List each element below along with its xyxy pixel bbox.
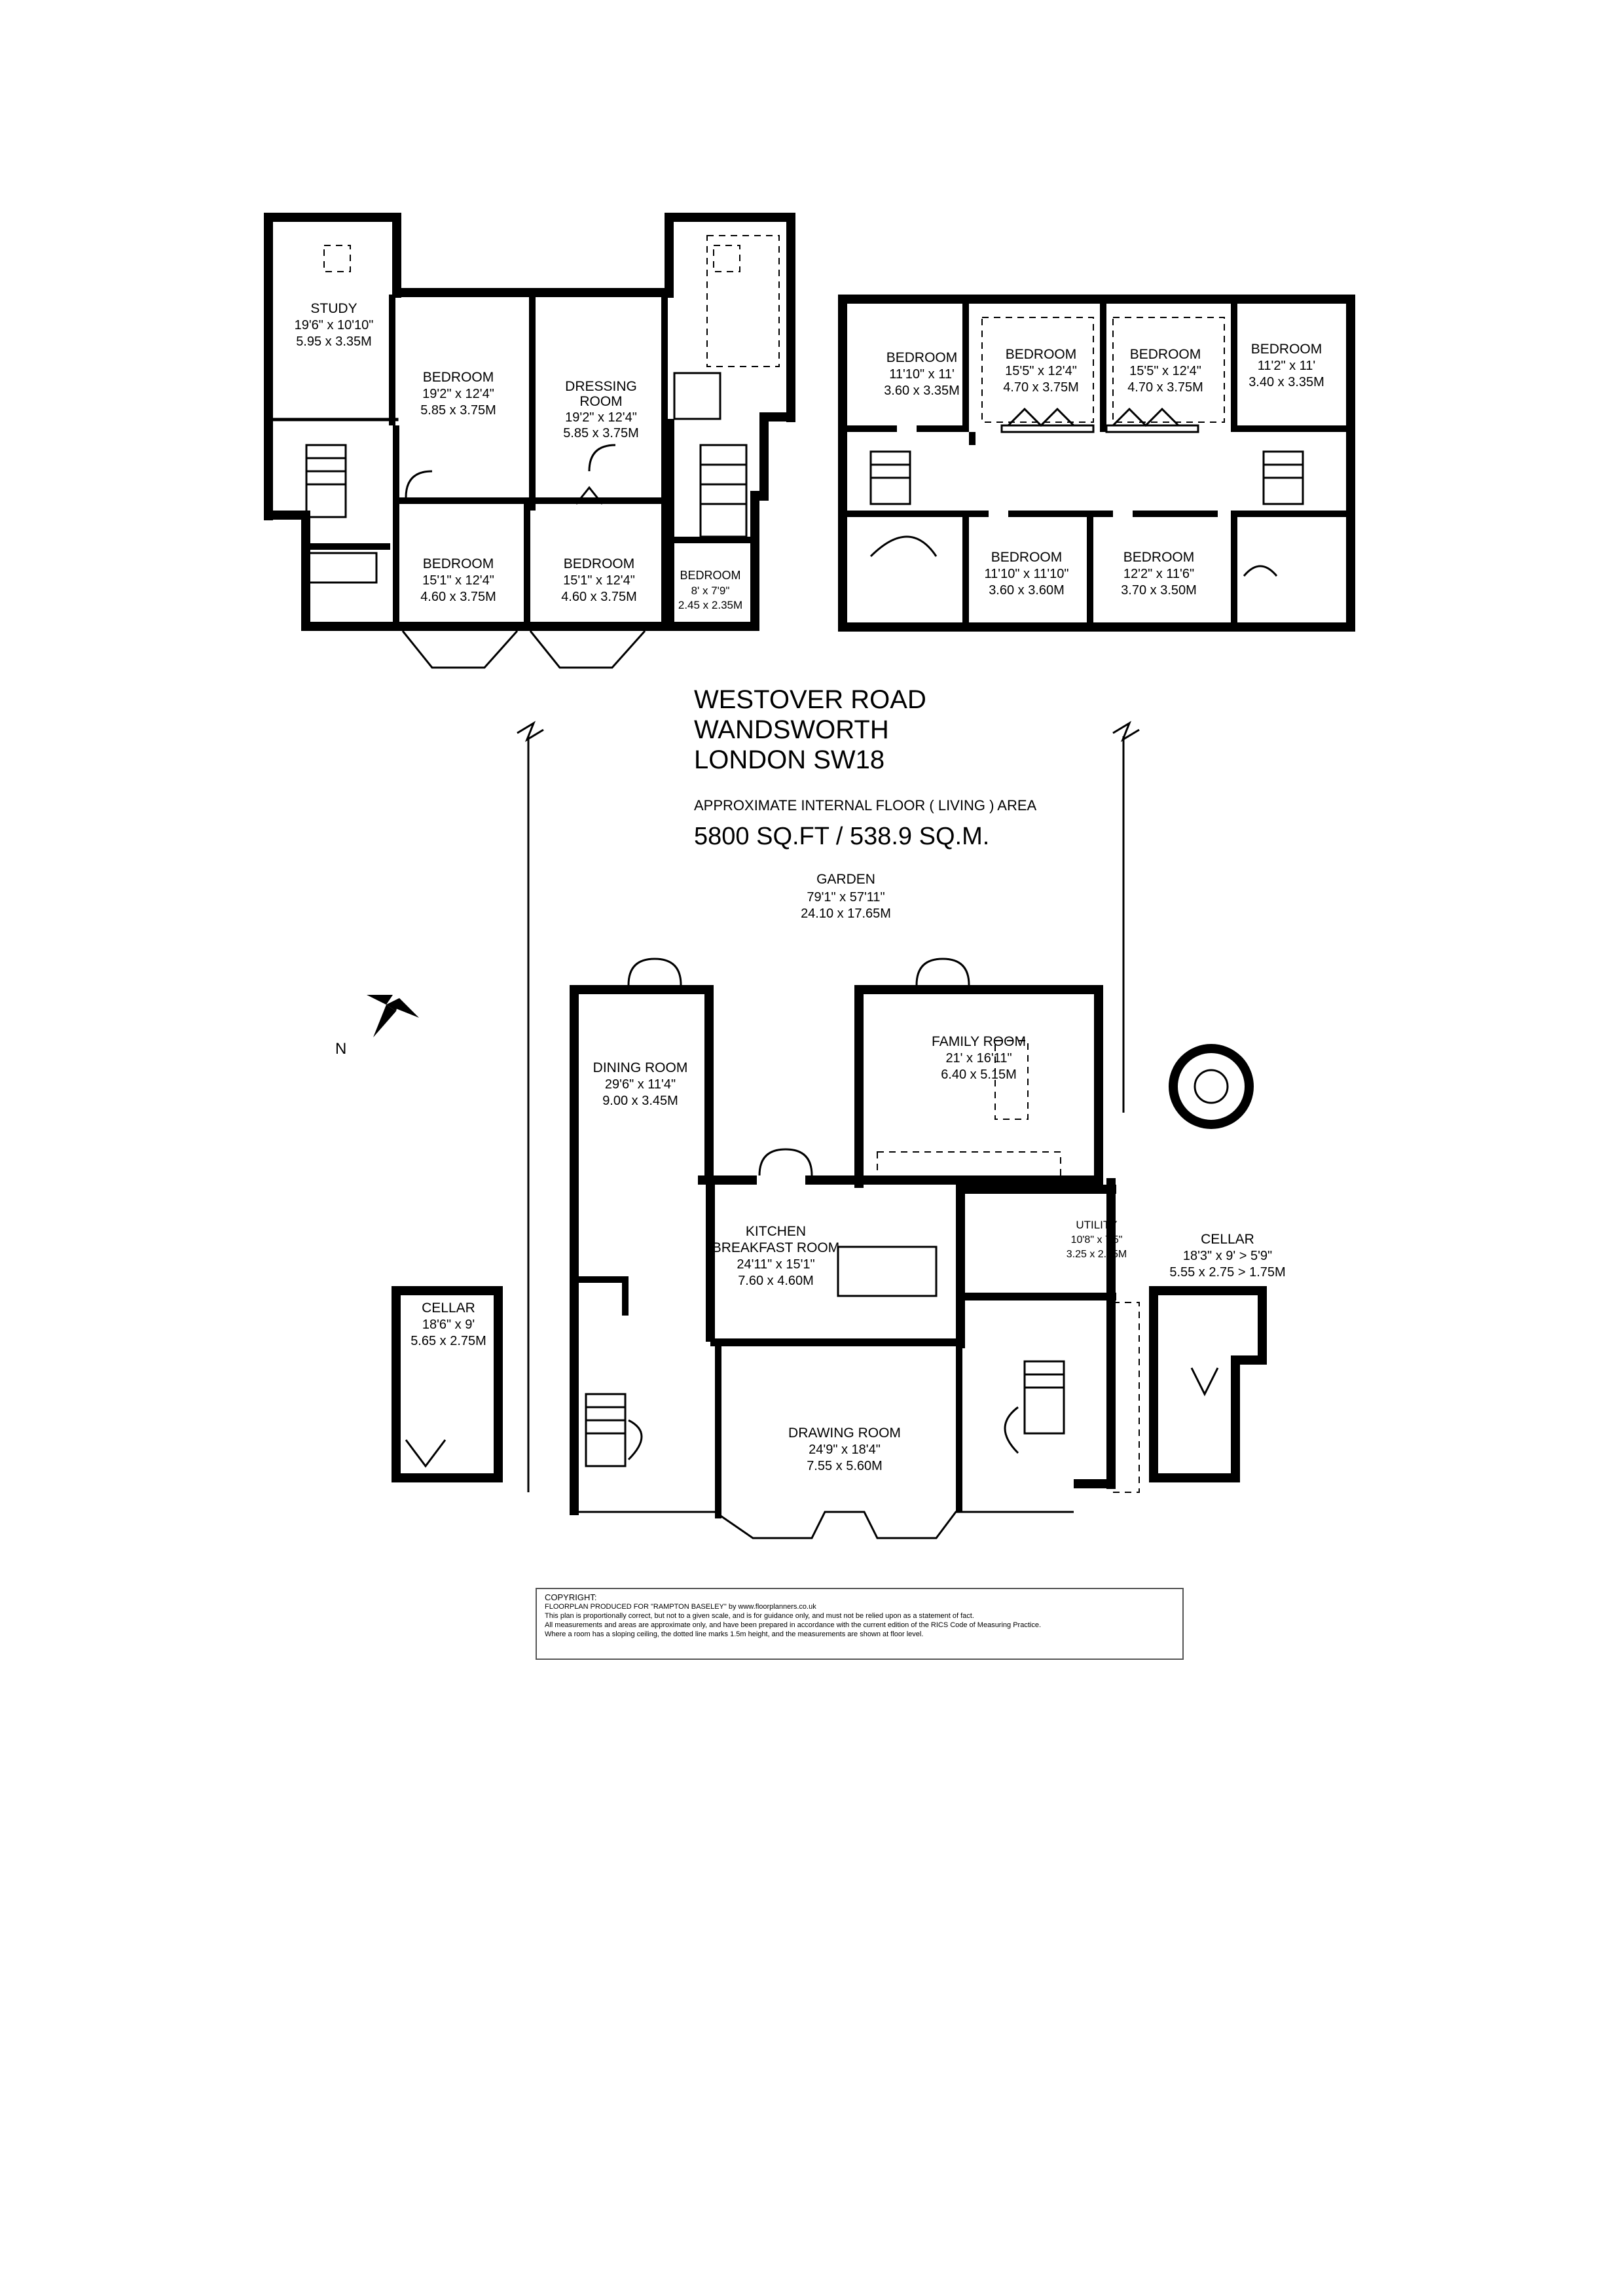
garden-name: GARDEN bbox=[816, 872, 875, 887]
copyright-line: FLOORPLAN PRODUCED FOR "RAMPTON BASELEY"… bbox=[545, 1603, 816, 1611]
room-name: BEDROOM bbox=[991, 550, 1063, 565]
room-dim-imperial: 29'6" x 11'4" bbox=[605, 1077, 676, 1092]
room-dim-imperial: 8' x 7'9" bbox=[691, 584, 730, 597]
copyright-line: Where a room has a sloping ceiling, the … bbox=[545, 1630, 924, 1638]
room-dim-imperial: 11'2" x 11' bbox=[1258, 359, 1316, 373]
room-dim-metric: 4.70 x 3.75M bbox=[1127, 380, 1203, 395]
cellar-dim-imperial: 18'3" x 9' > 5'9" bbox=[1183, 1249, 1272, 1263]
room-name-line-2: ROOM bbox=[579, 394, 622, 409]
room-dim-metric: 4.70 x 3.75M bbox=[1003, 380, 1079, 395]
room-name: BEDROOM bbox=[1251, 342, 1322, 357]
address-line-3: LONDON SW18 bbox=[694, 745, 884, 774]
room-name-line-2: BREAKFAST ROOM bbox=[712, 1240, 840, 1255]
room-dim-imperial: 11'10" x 11'10" bbox=[985, 567, 1069, 581]
cellar-left bbox=[392, 1286, 503, 1482]
address-line-2: WANDSWORTH bbox=[694, 715, 889, 744]
room-name: BEDROOM bbox=[1006, 347, 1077, 362]
room-dim-imperial: 11'10" x 11' bbox=[889, 367, 955, 382]
area-value: 5800 SQ.FT / 538.9 SQ.M. bbox=[694, 823, 989, 850]
room-name: BEDROOM bbox=[564, 556, 635, 571]
room-dim-imperial: 24'11" x 15'1" bbox=[737, 1257, 814, 1272]
room-dim-imperial: 19'6" x 10'10" bbox=[295, 318, 374, 332]
room-dim-metric: 4.60 x 3.75M bbox=[420, 590, 496, 604]
room-name: UTILITY bbox=[1076, 1219, 1117, 1231]
garden-dim-metric: 24.10 x 17.65M bbox=[801, 906, 891, 921]
room-name: DINING ROOM bbox=[593, 1060, 688, 1075]
garden-dim-imperial: 79'1" x 57'11" bbox=[807, 890, 884, 905]
room-name: STUDY bbox=[310, 301, 357, 316]
cellar-dim-metric: 5.55 x 2.75 > 1.75M bbox=[1169, 1265, 1285, 1280]
copyright-title: COPYRIGHT: bbox=[545, 1592, 597, 1602]
room-labels: GARDEN 79'1" x 57'11" 24.10 x 17.65M STU… bbox=[295, 301, 1324, 1473]
room-dim-imperial: 21' x 16'11" bbox=[945, 1051, 1012, 1066]
first-floor-plan bbox=[264, 213, 795, 669]
room-dim-imperial: 19'2" x 12'4" bbox=[565, 410, 637, 425]
compass-rose-icon: N bbox=[335, 995, 419, 1058]
room-dim-metric: 4.60 x 3.75M bbox=[561, 590, 637, 604]
room-dim-metric: 3.60 x 3.35M bbox=[884, 384, 960, 398]
room-dim-metric: 7.60 x 4.60M bbox=[738, 1274, 814, 1288]
room-name: BEDROOM bbox=[423, 370, 494, 385]
room-name: BEDROOM bbox=[1123, 550, 1195, 565]
garden-boundary bbox=[517, 721, 1140, 1492]
north-label: N bbox=[335, 1040, 346, 1058]
circular-stair-marker-icon bbox=[1169, 1044, 1254, 1129]
cellar-name: CELLAR bbox=[422, 1300, 475, 1316]
room-dim-metric: 5.85 x 3.75M bbox=[563, 426, 639, 440]
cellar-name: CELLAR bbox=[1201, 1232, 1254, 1247]
room-dim-imperial: 15'5" x 12'4" bbox=[1005, 364, 1077, 378]
room-dim-metric: 5.95 x 3.35M bbox=[296, 334, 372, 349]
room-name: FAMILY ROOM bbox=[932, 1034, 1026, 1049]
cellar-right bbox=[1149, 1286, 1267, 1482]
area-caption: APPROXIMATE INTERNAL FLOOR ( LIVING ) AR… bbox=[694, 797, 1037, 814]
room-dim-metric: 3.25 x 2.25M bbox=[1067, 1249, 1127, 1260]
room-name: BEDROOM bbox=[680, 569, 740, 582]
room-name: BEDROOM bbox=[1130, 347, 1201, 362]
room-dim-metric: 3.70 x 3.50M bbox=[1121, 583, 1197, 598]
room-dim-metric: 7.55 x 5.60M bbox=[807, 1459, 883, 1473]
room-dim-metric: 3.40 x 3.35M bbox=[1249, 375, 1324, 389]
room-dim-metric: 5.85 x 3.75M bbox=[420, 403, 496, 418]
copyright-notice: COPYRIGHT: FLOORPLAN PRODUCED FOR "RAMPT… bbox=[536, 1588, 1184, 1660]
room-dim-metric: 2.45 x 2.35M bbox=[678, 599, 742, 611]
second-floor-plan bbox=[838, 295, 1355, 632]
copyright-line: This plan is proportionally correct, but… bbox=[545, 1612, 974, 1620]
room-name: DRAWING ROOM bbox=[788, 1426, 901, 1441]
address-block: WESTOVER ROAD WANDSWORTH LONDON SW18 APP… bbox=[694, 685, 1037, 850]
cellar-dim-metric: 5.65 x 2.75M bbox=[410, 1334, 486, 1348]
room-dim-imperial: 15'1" x 12'4" bbox=[563, 573, 635, 588]
copyright-line: All measurements and areas are approxima… bbox=[545, 1621, 1041, 1629]
room-dim-imperial: 24'9" x 18'4" bbox=[809, 1443, 881, 1457]
room-dim-metric: 9.00 x 3.45M bbox=[602, 1094, 678, 1108]
room-dim-metric: 6.40 x 5.15M bbox=[941, 1067, 1017, 1082]
room-dim-imperial: 15'1" x 12'4" bbox=[422, 573, 494, 588]
room-name: KITCHEN bbox=[746, 1224, 806, 1239]
room-dim-imperial: 12'2" x 11'6" bbox=[1123, 567, 1194, 581]
room-name: DRESSING bbox=[565, 379, 637, 394]
room-name: BEDROOM bbox=[886, 350, 958, 365]
room-dim-imperial: 10'8" x 7'5" bbox=[1071, 1234, 1123, 1246]
address-line-1: WESTOVER ROAD bbox=[694, 685, 926, 714]
room-dim-imperial: 19'2" x 12'4" bbox=[422, 387, 494, 401]
room-name: BEDROOM bbox=[423, 556, 494, 571]
ground-floor-plan bbox=[570, 958, 1140, 1539]
room-dim-imperial: 15'5" x 12'4" bbox=[1129, 364, 1201, 378]
room-dim-metric: 3.60 x 3.60M bbox=[989, 583, 1065, 598]
cellar-dim-imperial: 18'6" x 9' bbox=[422, 1318, 475, 1332]
